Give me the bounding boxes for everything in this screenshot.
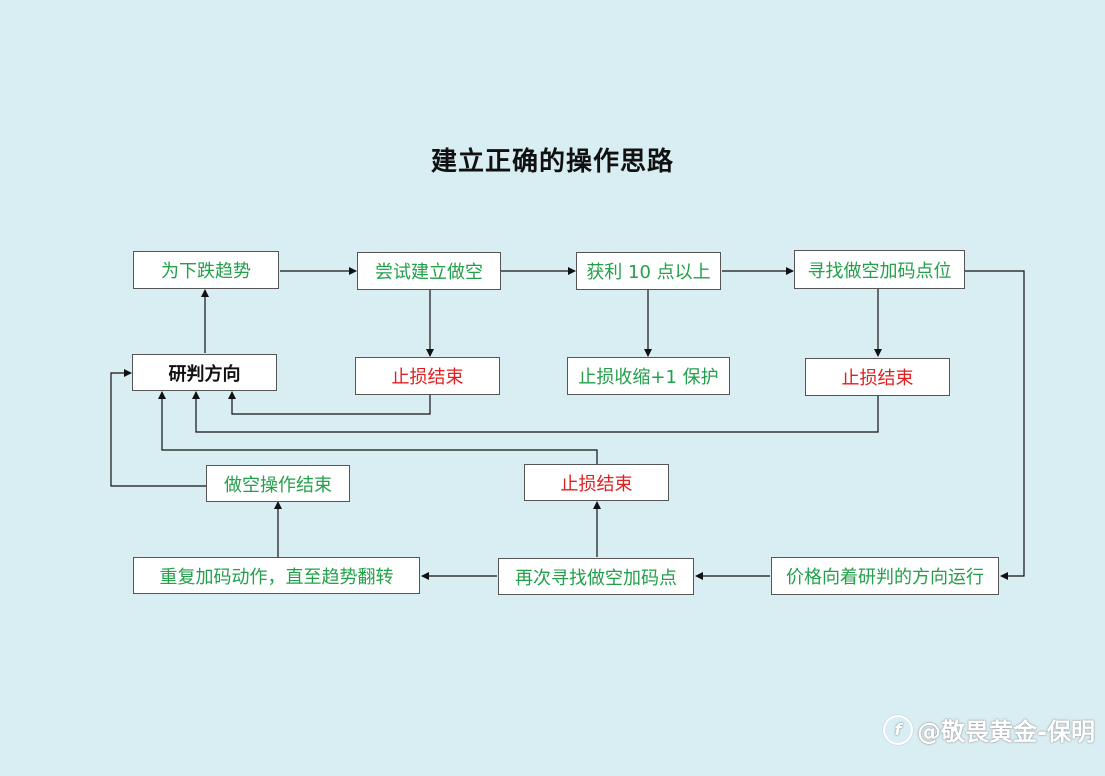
node-stop-loss-2: 止损结束 bbox=[805, 358, 950, 396]
watermark: f @敬畏黄金-保明 bbox=[883, 712, 1095, 747]
node-tighten-stop: 止损收缩+1 保护 bbox=[567, 357, 730, 395]
edge-find-add-to-price-moves bbox=[965, 270, 1025, 580]
node-downtrend: 为下跌趋势 bbox=[133, 251, 279, 289]
node-judge-direction: 研判方向 bbox=[132, 354, 277, 391]
node-profit10: 获利 10 点以上 bbox=[576, 252, 721, 290]
node-price-moves: 价格向着研判的方向运行 bbox=[771, 557, 999, 595]
node-try-short: 尝试建立做空 bbox=[357, 252, 501, 290]
diagram-title: 建立正确的操作思路 bbox=[430, 147, 674, 177]
node-repeat-add: 重复加码动作，直至趋势翻转 bbox=[133, 557, 420, 594]
edge-stop2-to-judge bbox=[192, 391, 879, 433]
edge-stop3-to-judge bbox=[158, 391, 598, 464]
watermark-text: @敬畏黄金-保明 bbox=[917, 718, 1095, 746]
node-stop-loss-1: 止损结束 bbox=[355, 357, 500, 395]
node-find-add: 寻找做空加码点位 bbox=[794, 250, 965, 289]
node-short-end: 做空操作结束 bbox=[206, 465, 350, 502]
edge-stop1-to-judge bbox=[228, 391, 431, 415]
node-stop-loss-3: 止损结束 bbox=[524, 464, 669, 501]
node-find-again: 再次寻找做空加码点 bbox=[498, 558, 694, 595]
zhihu-icon: f bbox=[883, 714, 914, 745]
edge-short-end-to-judge bbox=[110, 369, 206, 487]
